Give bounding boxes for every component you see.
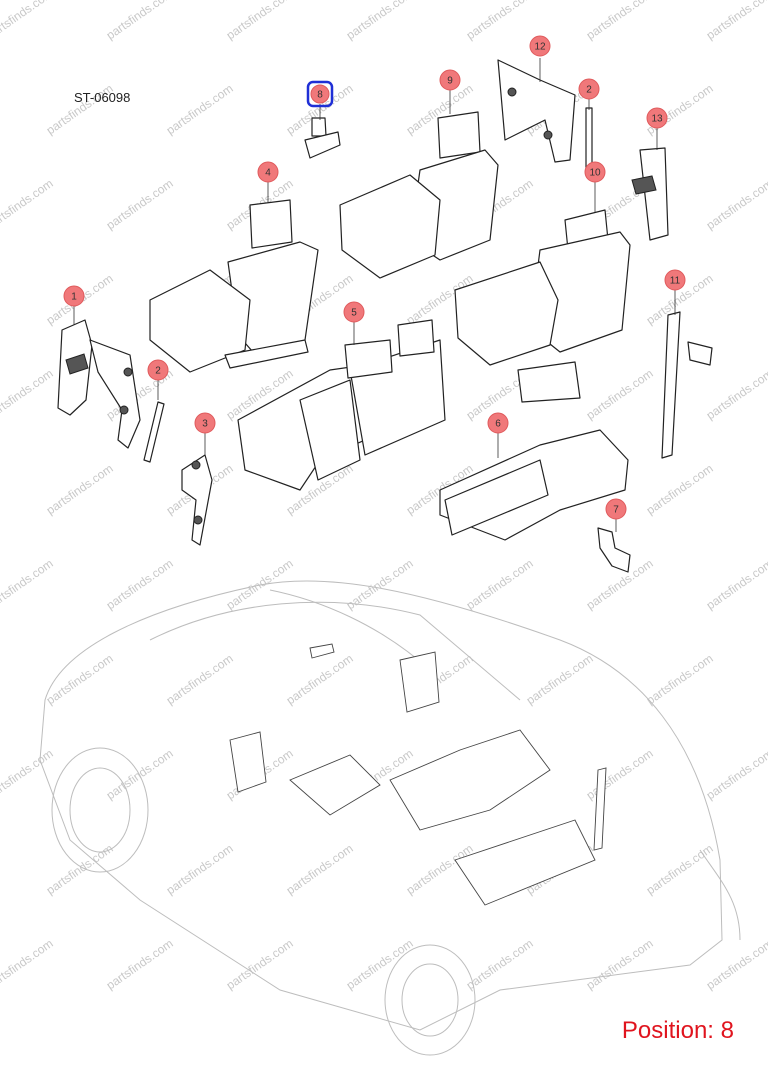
marker-label: 7 bbox=[613, 505, 619, 516]
marker-label: 2 bbox=[586, 85, 592, 96]
marker-circle bbox=[605, 498, 627, 520]
part-third-row-cushion[interactable] bbox=[439, 429, 629, 541]
watermark-text: partsfinds.com bbox=[464, 0, 536, 42]
part-seat-belt[interactable] bbox=[661, 290, 713, 459]
marker-label: 9 bbox=[447, 76, 453, 87]
marker-circle bbox=[194, 412, 216, 434]
part-front-seat[interactable] bbox=[149, 182, 319, 373]
marker-label: 6 bbox=[495, 419, 501, 430]
watermark-text: partsfinds.com bbox=[464, 936, 536, 992]
vehicle-overview bbox=[39, 580, 741, 1056]
watermark-text: partsfinds.com bbox=[584, 0, 656, 42]
watermark-text: partsfinds.com bbox=[644, 651, 716, 707]
marker-2[interactable]: 2 bbox=[578, 78, 600, 100]
marker-circle bbox=[664, 269, 686, 291]
watermark-text: partsfinds.com bbox=[704, 366, 768, 422]
marker-8[interactable]: 8 bbox=[306, 80, 334, 108]
marker-circle bbox=[343, 301, 365, 323]
marker-circle bbox=[147, 359, 169, 381]
marker-circle bbox=[63, 285, 85, 307]
marker-4[interactable]: 4 bbox=[257, 161, 279, 183]
watermark-text: partsfinds.com bbox=[0, 746, 56, 802]
marker-11[interactable]: 11 bbox=[664, 269, 686, 291]
position-label: Position: 8 bbox=[621, 1017, 734, 1044]
marker-13[interactable]: 13 bbox=[646, 107, 668, 129]
marker-circle bbox=[584, 161, 606, 183]
watermark-text: partsfinds.com bbox=[344, 0, 416, 42]
marker-circle bbox=[529, 35, 551, 57]
marker-label: 11 bbox=[670, 276, 681, 287]
marker-2[interactable]: 2 bbox=[147, 359, 169, 381]
watermark-text: partsfinds.com bbox=[104, 556, 176, 612]
marker-label: 10 bbox=[589, 168, 601, 179]
part-third-row-seat[interactable] bbox=[454, 182, 631, 403]
watermark-text: partsfinds.com bbox=[44, 651, 116, 707]
watermark-text: partsfinds.com bbox=[284, 841, 356, 897]
watermark-text: partsfinds.com bbox=[704, 746, 768, 802]
part-rear-door-regulator[interactable] bbox=[497, 58, 576, 163]
marker-9[interactable]: 9 bbox=[439, 69, 461, 91]
marker-3[interactable]: 3 bbox=[194, 412, 216, 434]
marker-label: 5 bbox=[351, 308, 357, 319]
marker-label: 1 bbox=[71, 292, 77, 303]
watermark-text: partsfinds.com bbox=[524, 651, 596, 707]
marker-circle bbox=[439, 69, 461, 91]
watermark-text: partsfinds.com bbox=[0, 0, 56, 42]
watermark-text: partsfinds.com bbox=[704, 0, 768, 42]
part-bracket[interactable] bbox=[597, 518, 631, 573]
watermark-text: partsfinds.com bbox=[284, 651, 356, 707]
watermark-text: partsfinds.com bbox=[0, 936, 56, 992]
marker-circle bbox=[487, 412, 509, 434]
marker-label: 12 bbox=[534, 42, 546, 53]
watermark-text: partsfinds.com bbox=[584, 366, 656, 422]
watermark-text: partsfinds.com bbox=[704, 936, 768, 992]
marker-label: 3 bbox=[202, 419, 208, 430]
watermark-text: partsfinds.com bbox=[584, 936, 656, 992]
diagram-code: ST-06098 bbox=[74, 90, 131, 105]
marker-12[interactable]: 12 bbox=[529, 35, 551, 57]
watermark-text: partsfinds.com bbox=[464, 556, 536, 612]
watermark-text: partsfinds.com bbox=[704, 176, 768, 232]
watermark-text: partsfinds.com bbox=[0, 366, 56, 422]
part-second-row-bench[interactable] bbox=[237, 319, 446, 491]
marker-circle bbox=[257, 161, 279, 183]
part-second-row-seat[interactable] bbox=[339, 90, 499, 279]
marker-circle bbox=[646, 107, 668, 129]
watermark-text: partsfinds.com bbox=[0, 556, 56, 612]
part-window-regulator-rear[interactable] bbox=[181, 432, 213, 546]
watermark-text: partsfinds.com bbox=[104, 176, 176, 232]
marker-circle bbox=[310, 84, 330, 104]
part-belt-retractor[interactable] bbox=[631, 128, 669, 241]
marker-5[interactable]: 5 bbox=[343, 301, 365, 323]
part-window-regulator-front-left[interactable] bbox=[57, 305, 141, 449]
watermark-text: partsfinds.com bbox=[224, 936, 296, 992]
marker-7[interactable]: 7 bbox=[605, 498, 627, 520]
watermark-text: partsfinds.com bbox=[644, 461, 716, 517]
marker-label: 8 bbox=[317, 90, 323, 101]
part-interior-mirror[interactable] bbox=[304, 104, 341, 159]
watermark-text: partsfinds.com bbox=[164, 81, 236, 137]
watermark-text: partsfinds.com bbox=[644, 841, 716, 897]
marker-label: 4 bbox=[265, 168, 271, 179]
marker-label: 13 bbox=[651, 114, 663, 125]
part-glass-channel-left[interactable] bbox=[143, 380, 165, 463]
marker-circle bbox=[578, 78, 600, 100]
watermark-text: partsfinds.com bbox=[164, 841, 236, 897]
watermark-text: partsfinds.com bbox=[104, 0, 176, 42]
watermark-text: partsfinds.com bbox=[44, 461, 116, 517]
watermark-text: partsfinds.com bbox=[104, 936, 176, 992]
marker-6[interactable]: 6 bbox=[487, 412, 509, 434]
marker-10[interactable]: 10 bbox=[584, 161, 606, 183]
watermark-text: partsfinds.com bbox=[164, 651, 236, 707]
watermark-text: partsfinds.com bbox=[0, 176, 56, 232]
watermark-text: partsfinds.com bbox=[224, 0, 296, 42]
marker-label: 2 bbox=[155, 366, 161, 377]
watermark-text: partsfinds.com bbox=[584, 746, 656, 802]
selected-marker-outline bbox=[306, 80, 334, 108]
marker-1[interactable]: 1 bbox=[63, 285, 85, 307]
watermark-text: partsfinds.com bbox=[704, 556, 768, 612]
